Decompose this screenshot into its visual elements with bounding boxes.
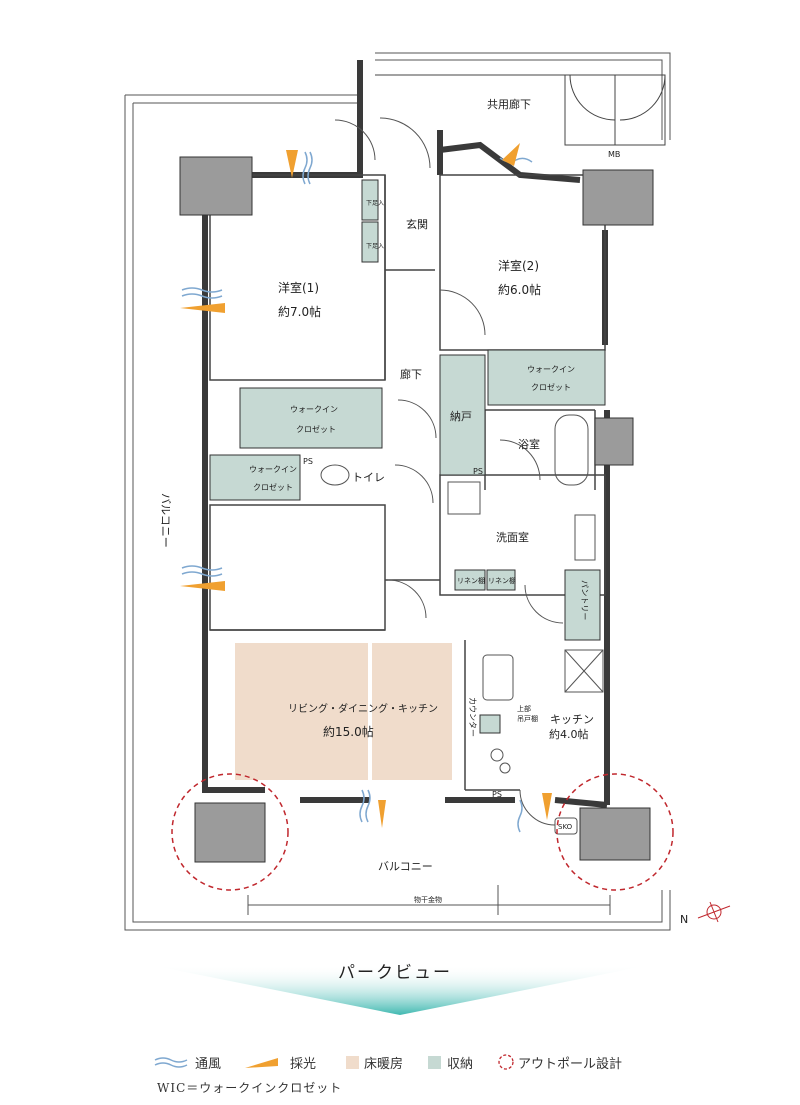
north-label: N — [680, 913, 688, 926]
corridor-label: 共用廊下 — [487, 97, 531, 111]
wic-3-line-1: ウォークイン — [527, 365, 575, 374]
wic-1-line-1: ウォークイン — [290, 405, 338, 414]
upper-cabinet-line-1: 上部 — [517, 704, 531, 713]
western-room-1-name: 洋室(1) — [278, 280, 319, 295]
wic-2-line-2: クロゼット — [253, 482, 293, 492]
north-compass-icon — [697, 901, 731, 923]
shoe-storage-1-label: 下足入 — [366, 200, 384, 207]
sko-label: SKO — [558, 823, 573, 831]
outpole-legend-icon — [498, 1054, 514, 1070]
view-label: パークビュー — [338, 963, 452, 983]
daylight-legend-icon — [245, 1058, 278, 1068]
kitchen-name: キッチン — [550, 713, 594, 726]
wic-note: WIC＝ウォークインクロゼット — [157, 1081, 342, 1095]
western-room-2-name: 洋室(2) — [498, 258, 539, 273]
legend-floor-heating: 床暖房 — [364, 1056, 403, 1072]
western-room-1-size: 約7.0帖 — [278, 304, 321, 319]
floor-heating-area — [235, 643, 452, 780]
kitchen-size: 約4.0帖 — [549, 727, 589, 741]
linen-shelf-2-label: リネン棚 — [488, 576, 516, 585]
ventilation-legend-icon — [154, 1057, 188, 1068]
storage-legend-swatch — [428, 1056, 441, 1069]
ps-1-label: PS — [303, 457, 313, 466]
wic-2-line-1: ウォークイン — [249, 465, 297, 474]
corridor-area — [375, 74, 666, 146]
linen-shelf-1-label: リネン棚 — [457, 576, 485, 585]
pillars — [179, 156, 654, 863]
bath-label: 浴室 — [518, 437, 540, 451]
legend-ventilation: 通風 — [195, 1057, 221, 1072]
doors — [334, 117, 564, 826]
ldk-size: 約15.0帖 — [323, 724, 374, 739]
legend: 通風 採光 床暖房 収納 アウトポール設計 WIC＝ウォークインクロゼット — [154, 1054, 622, 1095]
shoe-storage-2-label: 下足入 — [366, 243, 384, 250]
laundry-rail-label: 物干金物 — [414, 895, 442, 904]
entrance-label: 玄関 — [406, 217, 428, 231]
storage-fills — [209, 179, 606, 734]
laundry-rail — [247, 885, 611, 915]
ventilation-marks — [181, 151, 533, 833]
balcony-left-label: バルコニー — [159, 493, 172, 548]
balcony-outline — [124, 52, 671, 931]
ldk-name: リビング・ダイニング・キッチン — [288, 702, 438, 715]
storage-room-label: 納戸 — [450, 410, 472, 423]
upper-cabinet-line-2: 吊戸棚 — [517, 714, 538, 723]
western-room-2-size: 約6.0帖 — [498, 282, 541, 297]
daylight-marks — [180, 143, 552, 828]
ps-3-label: PS — [492, 790, 502, 799]
view-direction-arrow — [150, 965, 650, 1015]
counter-label: カウンター — [468, 697, 477, 737]
toilet-label: トイレ — [352, 471, 385, 484]
pantry-label: パントリー — [580, 580, 589, 620]
fixtures — [320, 414, 604, 835]
floor-heating-legend-swatch — [346, 1056, 359, 1069]
wic-1-line-2: クロゼット — [296, 424, 336, 434]
hall-label: 廊下 — [400, 367, 422, 381]
balcony-bottom-label: バルコニー — [378, 860, 433, 873]
washroom-label: 洗面室 — [496, 530, 529, 544]
wic-3-line-2: クロゼット — [531, 382, 571, 392]
legend-storage: 収納 — [447, 1057, 473, 1072]
legend-outpole: アウトポール設計 — [518, 1056, 622, 1072]
ps-2-label: PS — [473, 467, 483, 476]
mb-label: MB — [608, 150, 620, 159]
outpole-rings — [171, 773, 674, 891]
legend-daylight: 採光 — [290, 1057, 316, 1072]
